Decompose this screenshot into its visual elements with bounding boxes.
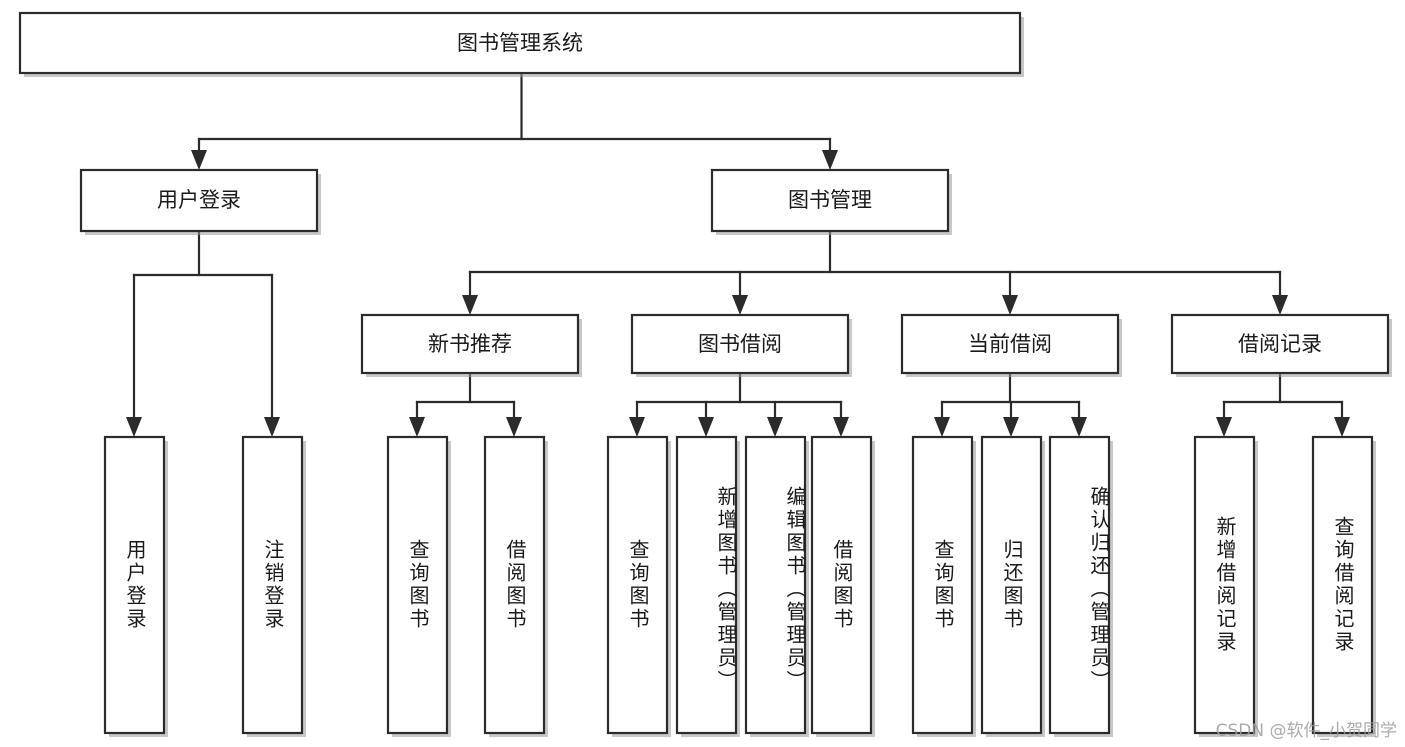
node-book-borrow[interactable]: 图书借阅 (630, 313, 852, 377)
arrowhead-recommend-leaf-2 (506, 417, 522, 437)
arrowhead-user-login (191, 150, 207, 170)
node-leaf-record-add[interactable] (1193, 435, 1258, 737)
arrowhead-leaf-logout (264, 417, 280, 437)
node-borrow-record[interactable]: 借阅记录 (1170, 313, 1392, 377)
node-leaf-borrow-query-book[interactable] (606, 435, 671, 737)
arrowhead-record-leaf-1 (1216, 417, 1232, 437)
arrowhead-current-leaf-1 (934, 417, 950, 437)
leaf-borrow-edit-book-box (744, 435, 807, 735)
node-root-system[interactable]: 图书管理系统 (18, 11, 1024, 77)
new-book-recommend-label: 新书推荐 (428, 332, 512, 356)
arrowhead-borrow-leaf-3 (767, 417, 783, 437)
leaf-recommend-query-book-box (386, 435, 449, 735)
connector-layer (126, 73, 1350, 437)
node-leaf-current-query-book[interactable] (911, 435, 976, 737)
arrowhead-borrow-leaf-2 (698, 417, 714, 437)
arrowhead-current-leaf-3 (1071, 417, 1087, 437)
current-borrow-box (900, 313, 1120, 375)
node-leaf-current-return-book[interactable] (980, 435, 1045, 737)
book-management-label: 图书管理 (788, 188, 872, 212)
arrowhead-borrow-leaf-4 (833, 417, 849, 437)
leaf-user-login-box (103, 435, 166, 735)
root-box (18, 11, 1022, 75)
book-borrow-box (630, 313, 850, 375)
root-label: 图书管理系统 (457, 31, 583, 55)
user-login-label: 用户登录 (157, 188, 241, 212)
leaf-borrow-query-book-box (606, 435, 669, 735)
csdn-watermark: CSDN @软件_小贺同学 (1215, 721, 1397, 741)
leaf-borrow-add-book-box (675, 435, 738, 735)
node-leaf-current-confirm-return[interactable] (1048, 435, 1113, 737)
book-management-box (710, 168, 950, 233)
node-current-borrow[interactable]: 当前借阅 (900, 313, 1122, 377)
user-login-box (79, 168, 319, 233)
current-borrow-label: 当前借阅 (968, 332, 1052, 356)
arrowhead-recommend-leaf-1 (409, 417, 425, 437)
leaf-record-query-box (1311, 435, 1374, 735)
leaf-borrow-borrow-book-box (810, 435, 873, 735)
arrowhead-book-borrow (732, 295, 748, 315)
node-user-login[interactable]: 用户登录 (79, 168, 321, 235)
node-new-book-recommend[interactable]: 新书推荐 (360, 313, 582, 377)
arrowhead-book-mgmt (822, 150, 838, 170)
arrowhead-current-leaf-2 (1003, 417, 1019, 437)
leaf-record-add-box (1193, 435, 1256, 735)
node-leaf-recommend-borrow-book[interactable] (483, 435, 548, 737)
node-leaf-logout[interactable] (241, 435, 306, 737)
leaf-current-return-book-box (980, 435, 1043, 735)
new-book-recommend-box (360, 313, 580, 375)
arrowhead-new-book-recommend (462, 295, 478, 315)
node-book-management[interactable]: 图书管理 (710, 168, 952, 235)
arrowhead-record-leaf-2 (1334, 417, 1350, 437)
arrowhead-current-borrow (1002, 295, 1018, 315)
book-borrow-label: 图书借阅 (698, 332, 782, 356)
node-leaf-borrow-add-book[interactable] (675, 435, 740, 737)
leaf-logout-box (241, 435, 304, 735)
leaf-current-confirm-return-box (1048, 435, 1111, 735)
borrow-record-box (1170, 313, 1390, 375)
node-leaf-borrow-borrow-book[interactable] (810, 435, 875, 737)
node-leaf-borrow-edit-book[interactable] (744, 435, 809, 737)
borrow-record-label: 借阅记录 (1238, 332, 1322, 356)
arrowhead-borrow-leaf-1 (629, 417, 645, 437)
arrowhead-leaf-user-login (126, 417, 142, 437)
leaf-current-query-book-box (911, 435, 974, 735)
node-leaf-user-login[interactable] (103, 435, 168, 737)
node-leaf-recommend-query-book[interactable] (386, 435, 451, 737)
node-leaf-record-query[interactable] (1311, 435, 1376, 737)
arrowhead-borrow-record (1272, 295, 1288, 315)
leaf-recommend-borrow-book-box (483, 435, 546, 735)
